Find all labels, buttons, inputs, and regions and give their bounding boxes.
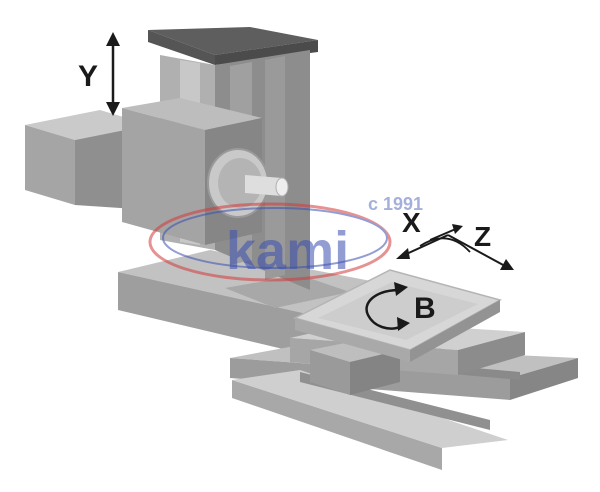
- axis-label-z: Z: [474, 221, 491, 252]
- brand-logo: kami: [226, 221, 349, 281]
- axis-label-x: X: [402, 207, 421, 238]
- double-arrow-vertical-icon: [106, 32, 120, 116]
- rotation-arrow-icon: [365, 282, 410, 331]
- rotary-table: [292, 269, 502, 362]
- headstock: [122, 98, 289, 245]
- brand-watermark: [148, 202, 392, 282]
- axis-triad-icon: [396, 224, 514, 270]
- axis-label-b: B: [414, 292, 436, 325]
- brand-year: c 1991: [368, 194, 423, 214]
- axis-label-y: Y: [78, 60, 98, 93]
